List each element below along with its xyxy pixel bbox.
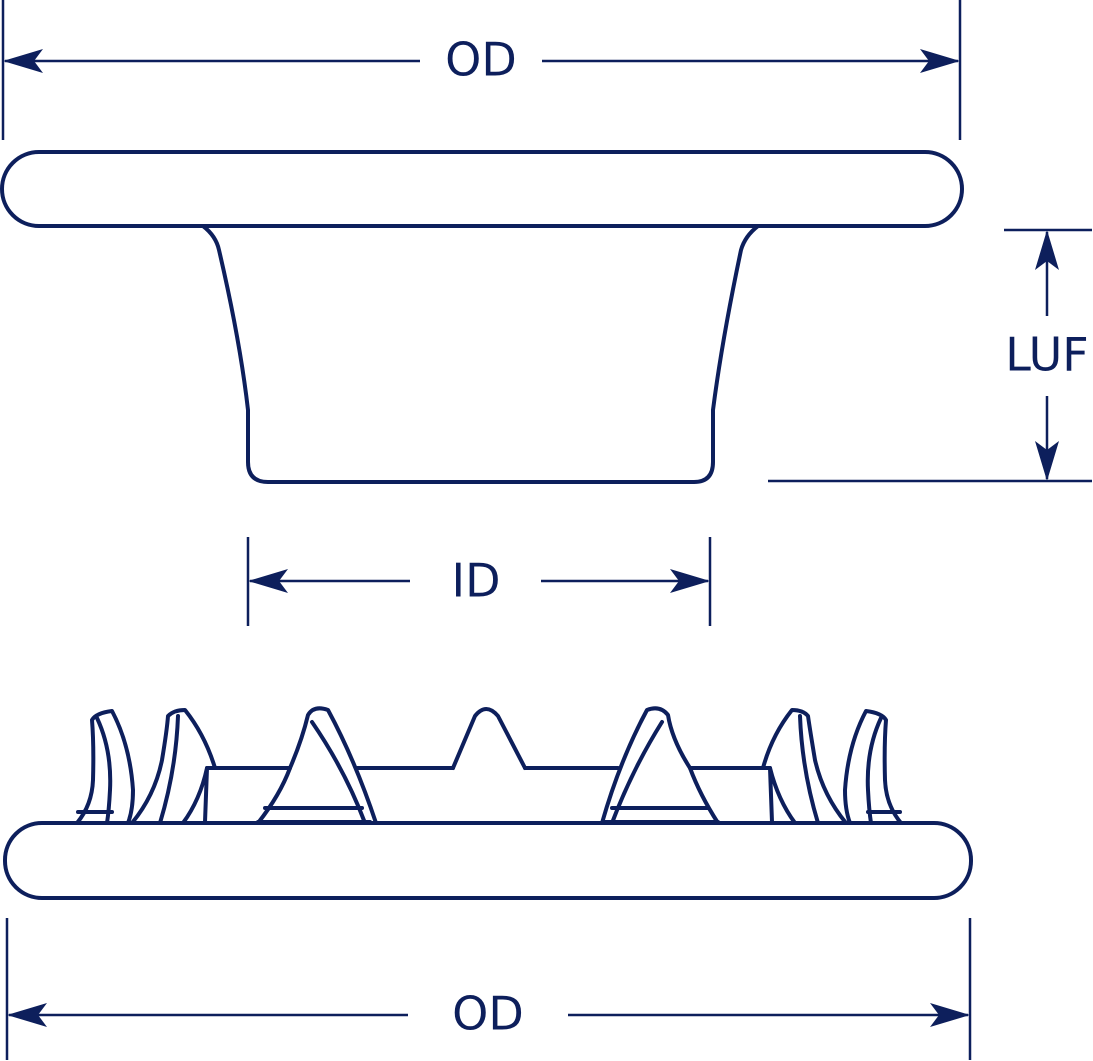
bottom-flange [3,821,973,900]
od-bottom-label: OD [452,987,524,1041]
top-barrel [201,224,760,484]
prong-left-2 [130,708,217,825]
top-flange [0,150,964,228]
prong-center [451,707,527,770]
prong-outer-right [843,709,903,825]
bottom-grommet-part [3,706,973,900]
prong-right-2 [761,708,848,825]
luf-dimension: LUF [768,228,1092,483]
prong-base-plates [76,766,902,824]
prong-outer-left [75,709,135,825]
top-grommet-part [0,150,964,484]
od-top-label: OD [445,33,517,87]
od-top-dimension: OD [1,0,962,140]
od-bottom-dimension: OD [5,918,972,1060]
luf-label: LUF [1005,328,1088,382]
id-dimension: ID [246,537,712,626]
id-label: ID [452,554,501,608]
prong-left-3 [256,706,378,825]
prong-right-3 [600,706,720,825]
